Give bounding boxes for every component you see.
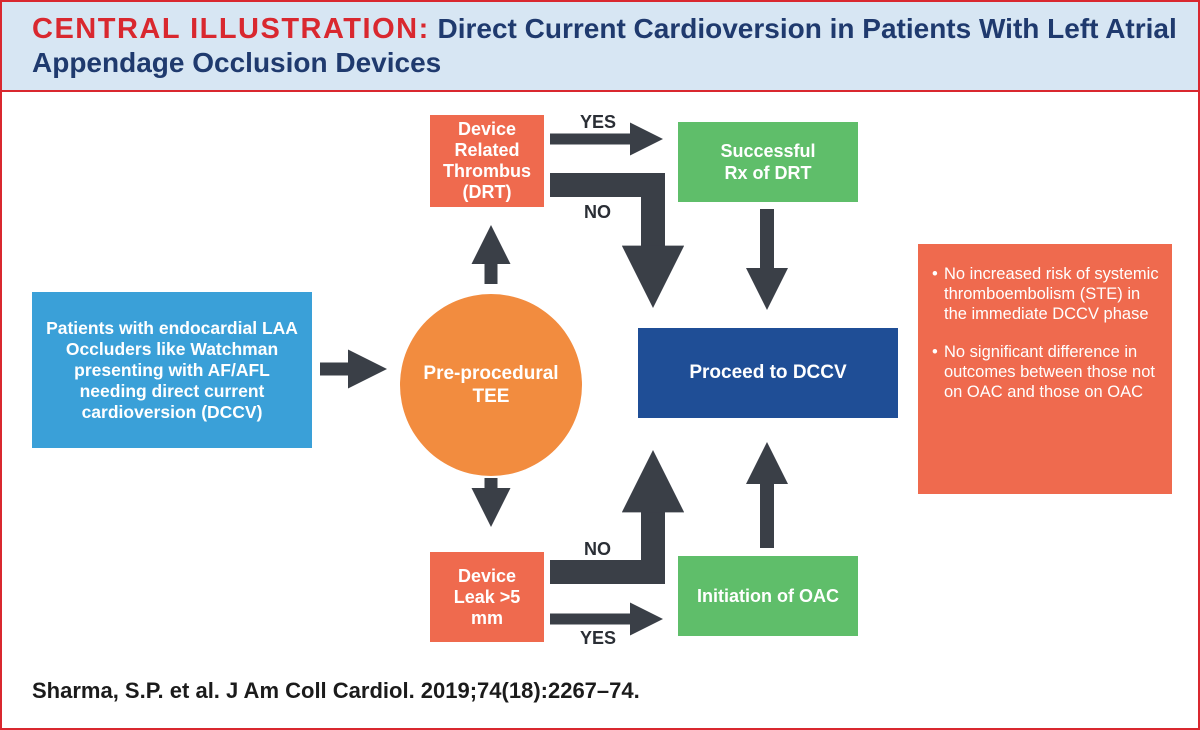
title-prefix: CENTRAL ILLUSTRATION: — [32, 13, 430, 45]
patients-box: Patients with endocardial LAA Occluders … — [32, 292, 312, 448]
label-leak-yes: YES — [580, 628, 617, 648]
leak-text: Device Leak >5 mm — [453, 565, 521, 628]
tee-circle: Pre-procedural TEE — [400, 294, 582, 476]
outcomes-box: No increased risk of systemic thromboemb… — [918, 244, 1172, 494]
dccv-box: Proceed to DCCV — [638, 328, 898, 418]
citation: Sharma, S.P. et al. J Am Coll Cardiol. 2… — [32, 678, 640, 703]
outcome-item: No significant difference in outcomes be… — [932, 342, 1162, 402]
drt-box: Device Related Thrombus (DRT) — [430, 115, 544, 207]
title-text: Direct Current Cardioversion in Patients… — [32, 13, 1177, 78]
leak-box: Device Leak >5 mm — [430, 552, 544, 642]
dccv-text: Proceed to DCCV — [689, 362, 847, 383]
outcomes-list: No increased risk of systemic thromboemb… — [932, 264, 1162, 402]
label-drt-yes: YES — [580, 112, 617, 132]
tee-text: Pre-procedural TEE — [423, 363, 559, 407]
rx-box: Successful Rx of DRT — [678, 122, 858, 202]
header-banner: CENTRAL ILLUSTRATION: Direct Current Car… — [2, 2, 1198, 92]
label-drt-no: NO — [584, 202, 611, 222]
rx-text: Successful Rx of DRT — [720, 141, 816, 183]
arrow-leak-no — [550, 450, 685, 584]
patients-text: Patients with endocardial LAA Occluders … — [46, 317, 298, 422]
page-title: CENTRAL ILLUSTRATION: Direct Current Car… — [32, 12, 1182, 80]
drt-text: Device Related Thrombus (DRT) — [443, 119, 531, 202]
oac-box: Initiation of OAC — [678, 556, 858, 636]
outcome-item: No increased risk of systemic thromboemb… — [932, 264, 1162, 324]
arrow-drt-no — [550, 173, 685, 308]
label-leak-no: NO — [584, 539, 611, 559]
oac-text: Initiation of OAC — [697, 585, 839, 606]
